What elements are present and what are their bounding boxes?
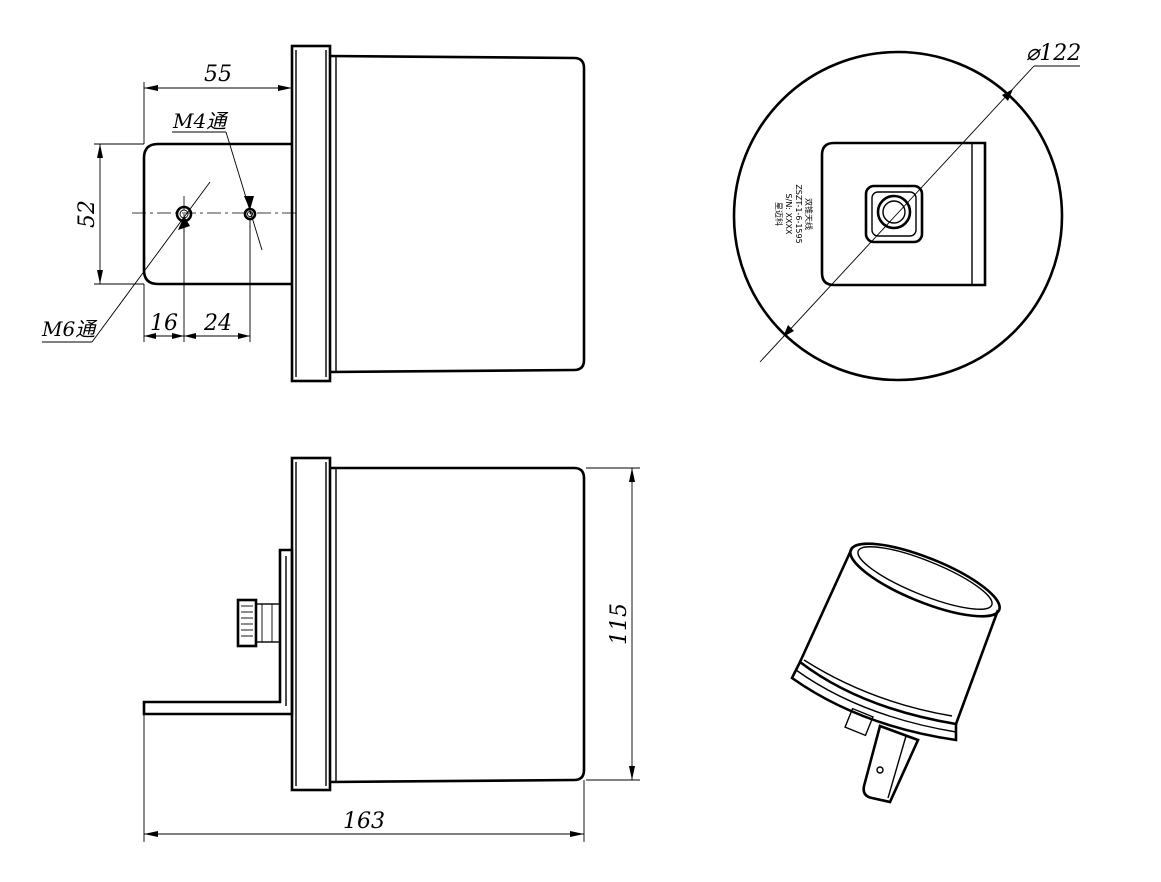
m6-callout: M6通 — [41, 317, 98, 341]
dim-24: 24 — [203, 311, 232, 336]
dim-diameter: ⌀122 — [1026, 41, 1081, 66]
label-line-1: 双锥天线 — [804, 198, 814, 230]
l-bracket — [142, 548, 294, 716]
front-view: 55 52 16 24 M4通 M6通 — [41, 44, 586, 383]
side-view: 115 163 — [142, 456, 640, 842]
connector-outer — [864, 184, 924, 244]
iso-bracket — [862, 724, 920, 804]
dim-52: 52 — [75, 200, 100, 228]
dim-16: 16 — [150, 311, 178, 336]
m4-callout: M4通 — [172, 109, 229, 133]
label-line-4: 星迈科 — [774, 202, 784, 226]
label-plate: 双锥天线 ZSZT-1-6-1595 S/N: XXXX 星迈科 — [774, 184, 814, 243]
label-line-2: ZSZT-1-6-1595 — [794, 184, 803, 243]
label-line-3: S/N: XXXX — [784, 194, 793, 235]
housing-circle — [732, 50, 1064, 382]
body-outline — [329, 54, 586, 374]
connector-icon — [876, 194, 912, 230]
dim-163: 163 — [343, 809, 385, 834]
dim-115: 115 — [607, 603, 632, 645]
dim-55: 55 — [204, 62, 232, 87]
flange — [290, 44, 332, 383]
top-view: 双锥天线 ZSZT-1-6-1595 S/N: XXXX 星迈科 ⌀122 — [732, 41, 1081, 382]
plate-outline — [820, 141, 987, 287]
side-connector — [236, 598, 281, 648]
isometric-view — [790, 542, 1001, 804]
bracket-outline — [142, 142, 292, 286]
